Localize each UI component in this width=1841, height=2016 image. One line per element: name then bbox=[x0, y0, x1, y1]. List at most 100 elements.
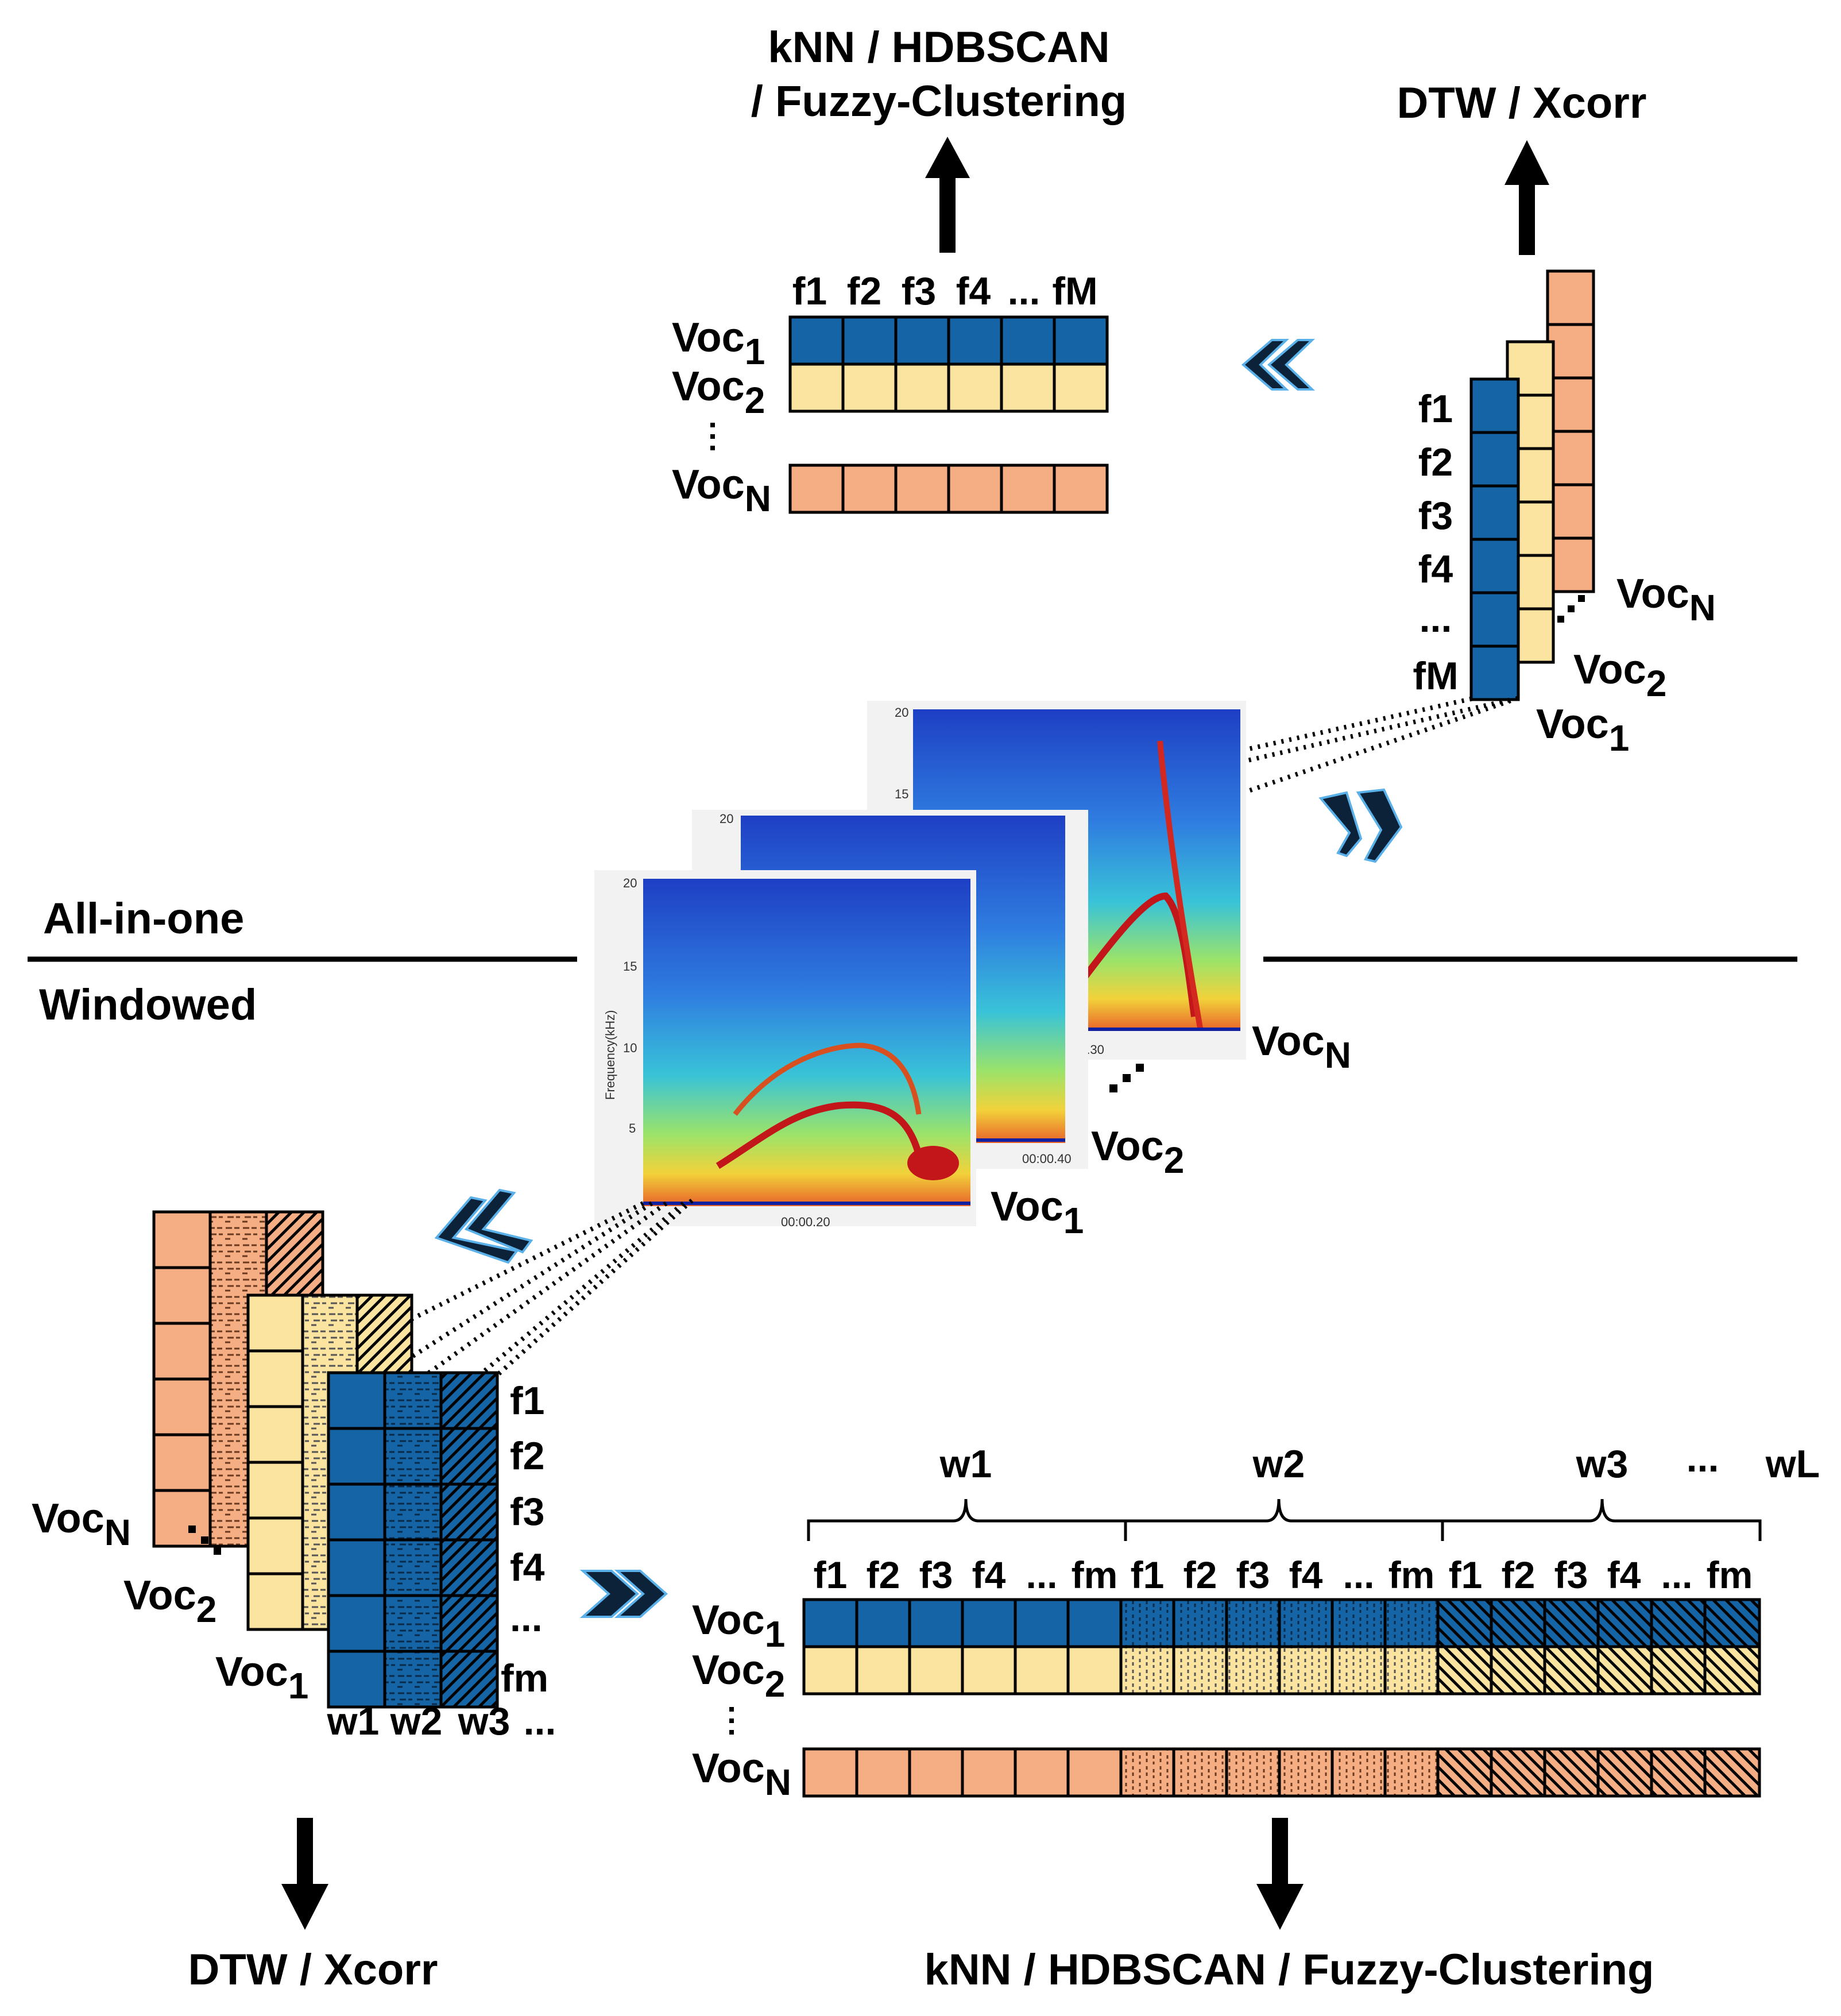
top-feature-label: f3 bbox=[902, 269, 936, 313]
voc1-label: Voc1 bbox=[672, 315, 765, 372]
section-label-all-in-one: All-in-one bbox=[43, 894, 244, 943]
top-feature-label: f1 bbox=[792, 269, 827, 313]
section-label-windowed: Windowed bbox=[39, 980, 257, 1029]
diagonal-ellipsis-icon bbox=[188, 1525, 221, 1555]
feature-label: f1 bbox=[510, 1379, 544, 1423]
vocN-label: VocN bbox=[1616, 571, 1716, 628]
window-matrix-row-vocN bbox=[802, 1747, 1761, 1798]
diagonal-ellipsis-icon bbox=[1557, 595, 1585, 623]
bottom-unsup-arrow-icon bbox=[1256, 1818, 1304, 1930]
window3-feature-label: ... bbox=[1661, 1554, 1692, 1596]
window2-feature-label: f3 bbox=[1236, 1554, 1270, 1596]
projection-lines-bottom bbox=[395, 1199, 694, 1378]
window-brace bbox=[1124, 1499, 1444, 1541]
top-column-stack: f1 f2 f3 f4 ... fM VocN Voc2 Voc1 bbox=[1413, 269, 1716, 759]
window1-feature-label: f3 bbox=[919, 1554, 953, 1596]
feature-label: f2 bbox=[510, 1434, 544, 1478]
voc2-label: Voc2 bbox=[1573, 647, 1666, 704]
bottom-unsup-method: kNN / HDBSCAN / Fuzzy-Clustering bbox=[925, 1945, 1654, 1994]
bottom-dtw-arrow-icon bbox=[281, 1818, 328, 1930]
window-brace bbox=[807, 1499, 1127, 1541]
double-chevron-right-icon bbox=[579, 1570, 668, 1618]
vocN-label: VocN bbox=[672, 462, 771, 519]
spectrogram-y-tick: 20 bbox=[623, 876, 637, 890]
vertical-ellipsis-icon bbox=[729, 1707, 734, 1735]
window-axis-label: ... bbox=[524, 1700, 556, 1743]
window-brace bbox=[1441, 1499, 1762, 1541]
top-unsup-arrow-icon bbox=[925, 137, 970, 253]
voc2-label: Voc2 bbox=[672, 364, 765, 421]
vocN-label: VocN bbox=[32, 1496, 131, 1553]
feature-label: fM bbox=[1413, 654, 1458, 698]
voc2-label: Voc2 bbox=[123, 1573, 216, 1630]
window3-feature-label: f1 bbox=[1449, 1554, 1483, 1596]
vertical-ellipsis-icon bbox=[710, 423, 715, 450]
feature-label: f4 bbox=[1418, 547, 1453, 591]
spectrogram-voc1: 20 15 10 5 Frequency(kHz) 00:00.20 bbox=[594, 870, 976, 1229]
feature-label: f2 bbox=[1418, 441, 1453, 484]
window1-feature-label: f2 bbox=[867, 1554, 900, 1596]
window1-feature-label: f4 bbox=[972, 1554, 1006, 1596]
diagonal-ellipsis-icon bbox=[1109, 1064, 1144, 1092]
voc2-label: Voc2 bbox=[692, 1647, 785, 1705]
feature-label: ... bbox=[1420, 597, 1452, 640]
spectrogram-vocN-label: VocN bbox=[1252, 1018, 1351, 1076]
window-label: w1 bbox=[939, 1442, 992, 1486]
feature-label: f4 bbox=[510, 1546, 545, 1589]
bottom-dtw-method: DTW / Xcorr bbox=[188, 1945, 438, 1994]
voc1-label: Voc1 bbox=[692, 1597, 785, 1655]
window-axis-label: w2 bbox=[390, 1700, 443, 1743]
top-unsup-method-line1: kNN / HDBSCAN bbox=[768, 23, 1109, 72]
window-label: w3 bbox=[1576, 1442, 1629, 1486]
window-label: wL bbox=[1765, 1442, 1820, 1486]
feature-label: f1 bbox=[1418, 387, 1453, 431]
top-feature-label: ... bbox=[1008, 269, 1041, 313]
feature-label: f3 bbox=[1418, 494, 1453, 538]
window1-feature-label: ... bbox=[1026, 1554, 1057, 1596]
top-dtw-arrow-icon bbox=[1504, 140, 1549, 255]
top-unsup-method-line2: / Fuzzy-Clustering bbox=[751, 77, 1127, 126]
spectrogram-time-label: 00:00.40 bbox=[1022, 1152, 1072, 1166]
spectrogram-y-tick: 20 bbox=[720, 812, 733, 826]
top-matrix-row-vocN bbox=[788, 464, 1109, 514]
vocN-label: VocN bbox=[692, 1745, 791, 1803]
window2-feature-label: fm bbox=[1389, 1554, 1435, 1596]
window1-feature-label: f1 bbox=[814, 1554, 848, 1596]
window-axis-label: w3 bbox=[458, 1700, 510, 1743]
window2-feature-label: f4 bbox=[1289, 1554, 1323, 1596]
voc1-label: Voc1 bbox=[1536, 701, 1629, 759]
voc1-label: Voc1 bbox=[215, 1649, 308, 1706]
window3-feature-label: f4 bbox=[1607, 1554, 1641, 1596]
top-dtw-method: DTW / Xcorr bbox=[1397, 79, 1647, 128]
spectrogram-voc1-label: Voc1 bbox=[991, 1184, 1084, 1241]
window-axis-label: w1 bbox=[327, 1700, 380, 1743]
window2-feature-label: ... bbox=[1343, 1554, 1374, 1596]
top-feature-label: fM bbox=[1052, 269, 1097, 313]
window2-feature-label: f2 bbox=[1184, 1554, 1217, 1596]
top-feature-label: f4 bbox=[956, 269, 991, 313]
spectrogram-y-tick: 15 bbox=[623, 959, 637, 974]
spectrogram-y-tick: 5 bbox=[629, 1121, 636, 1136]
spectrogram-y-tick: 15 bbox=[895, 787, 908, 801]
window-header: w1 w2 w3 ... wL bbox=[807, 1436, 1820, 1541]
column-voc1 bbox=[1469, 377, 1520, 701]
top-matrix-row-voc1 bbox=[788, 315, 1109, 366]
top-feature-matrix: f1 f2 f3 f4 ... fM Voc1 Voc2 VocN bbox=[672, 269, 1109, 519]
window-matrix-row-voc1 bbox=[802, 1598, 1761, 1648]
window-feature-header: f1 f2 f3 f4 ... fm f1 f2 f3 f4 ... fm f1… bbox=[814, 1554, 1753, 1596]
column-vocN bbox=[1546, 269, 1595, 593]
double-chevron-left-icon bbox=[1241, 339, 1315, 391]
spectrogram-y-tick: 10 bbox=[623, 1041, 637, 1055]
window1-feature-label: fm bbox=[1072, 1554, 1118, 1596]
feature-label: fm bbox=[501, 1656, 548, 1700]
window3-feature-label: fm bbox=[1707, 1554, 1753, 1596]
top-feature-label: f2 bbox=[847, 269, 881, 313]
spectrogram-y-axis-label: Frequency(kHz) bbox=[603, 1010, 617, 1100]
feature-label: f3 bbox=[510, 1490, 544, 1534]
window2-feature-label: f1 bbox=[1131, 1554, 1165, 1596]
feature-label: ... bbox=[510, 1596, 543, 1640]
windowed-stack-voc1 bbox=[327, 1371, 499, 1709]
window-matrix-row-voc2 bbox=[802, 1645, 1761, 1696]
spectrogram-y-tick: 20 bbox=[895, 705, 908, 720]
